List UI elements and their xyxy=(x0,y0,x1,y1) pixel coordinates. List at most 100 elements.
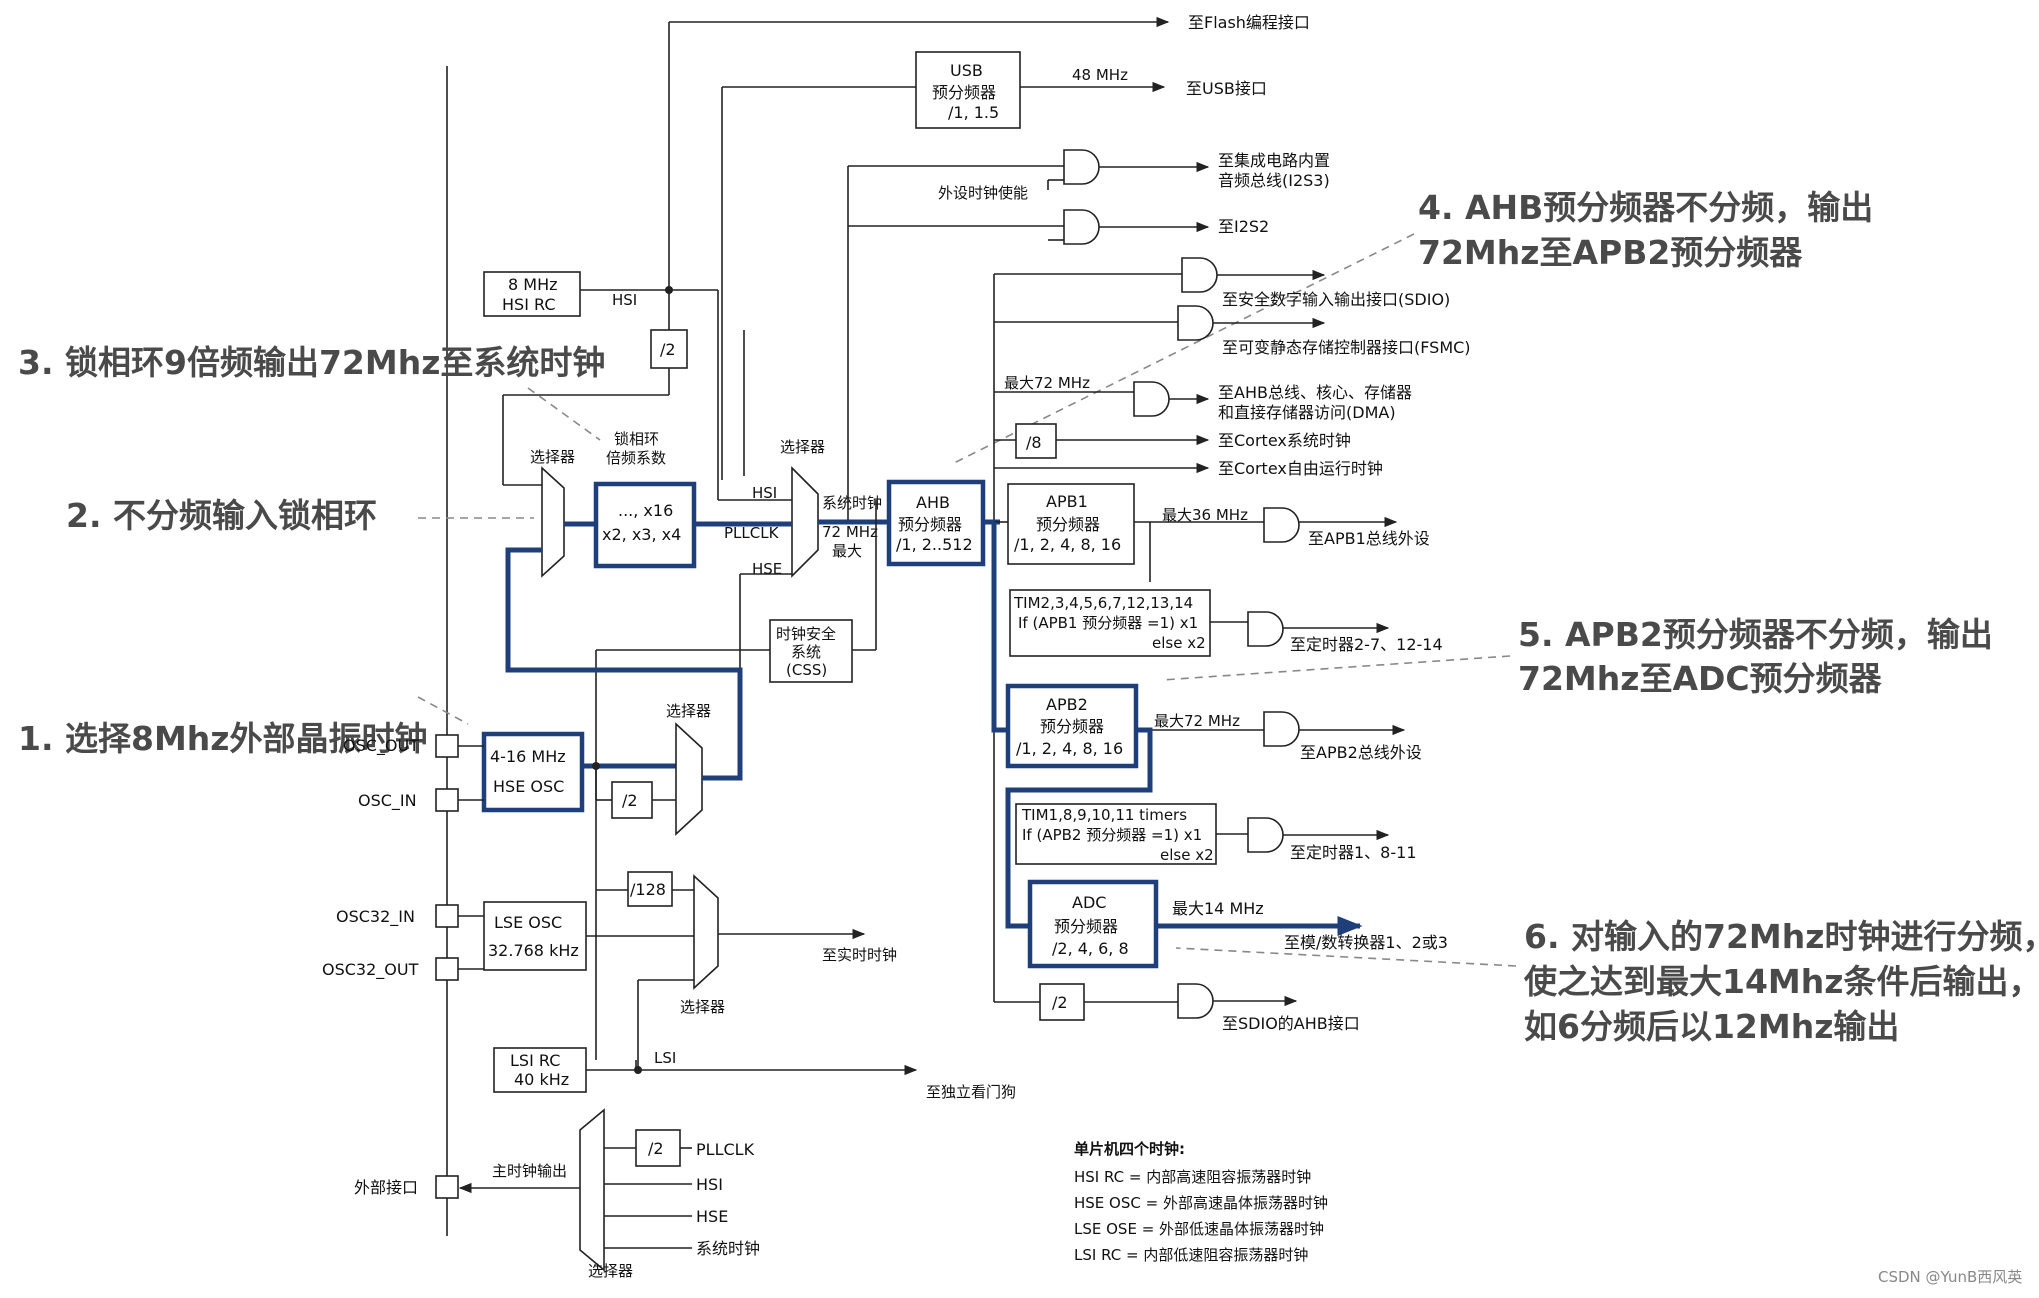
css-line2: 系统 xyxy=(791,643,821,661)
i2s3-line2: 音频总线(I2S3) xyxy=(1218,171,1330,190)
apb1-gate xyxy=(1263,507,1300,543)
ahb-line1: AHB xyxy=(916,493,950,512)
mco-in-pllclk: PLLCLK xyxy=(696,1140,755,1159)
i2s2-label: 至I2S2 xyxy=(1218,217,1269,236)
apb2-gate xyxy=(1263,711,1300,747)
i2s3-line1: 至集成电路内置 xyxy=(1218,151,1330,170)
legend: 单片机四个时钟: HSI RC = 内部高速阻容振荡器时钟 HSE OSC = … xyxy=(1074,1140,1328,1264)
hsi-rc-box xyxy=(483,271,581,317)
tim2-line1: TIM2,3,4,5,6,7,12,13,14 xyxy=(1013,594,1193,612)
pin-mco xyxy=(435,1175,459,1199)
pll-source-selector-label: 选择器 xyxy=(530,448,575,466)
rtc-div128-box xyxy=(627,871,673,907)
tim2-line3: else x2 xyxy=(1152,634,1206,652)
hse-osc-line1: 4-16 MHz xyxy=(490,747,566,766)
ahb-to-apb2-path xyxy=(991,522,1008,733)
usb-line2: 预分频器 xyxy=(932,83,996,102)
legend-line1: HSI RC = 内部高速阻容振荡器时钟 xyxy=(1074,1168,1311,1186)
note-5-line1: 5. APB2预分频器不分频，输出 xyxy=(1518,615,1993,654)
pll-source-selector xyxy=(541,466,565,578)
usb-out-label: 至USB接口 xyxy=(1186,79,1267,98)
legend-title: 单片机四个时钟: xyxy=(1074,1140,1185,1158)
sysclk-in-hsi: HSI xyxy=(752,484,777,502)
note-2: 2. 不分频输入锁相环 xyxy=(66,496,377,535)
sysclk-in-hse: HSE xyxy=(752,560,782,578)
mco-out-label: 主时钟输出 xyxy=(492,1162,567,1180)
mco-in-sysclk: 系统时钟 xyxy=(696,1239,760,1258)
mco-div2-label: /2 xyxy=(648,1139,664,1158)
pin-osc-out-label: OSC_OUT xyxy=(343,736,419,756)
note-6-line1: 6. 对输入的72Mhz时钟进行分频， xyxy=(1524,917,2039,956)
sdio-ahb-label: 至SDIO的AHB接口 xyxy=(1222,1014,1360,1033)
ahb-bus-line1: 至AHB总线、核心、存储器 xyxy=(1218,383,1412,402)
apb2-line3: /1, 2, 4, 8, 16 xyxy=(1016,739,1123,758)
periph-en-label: 外设时钟使能 xyxy=(938,184,1028,202)
note-6-line3: 如6分频后以12Mhz输出 xyxy=(1524,1007,1899,1046)
hse-osc-line2: HSE OSC xyxy=(493,777,564,796)
iwdg-out-label: 至独立看门狗 xyxy=(926,1083,1016,1101)
mco-selector xyxy=(579,1108,605,1272)
i2s2-gate xyxy=(1063,209,1100,245)
flash-out-label: 至Flash编程接口 xyxy=(1188,13,1310,32)
apb1-prescaler-box xyxy=(1007,483,1135,565)
apb1-line1: APB1 xyxy=(1046,492,1088,511)
apb1-max-label: 最大36 MHz xyxy=(1162,506,1248,524)
cortex-div8-label: /8 xyxy=(1026,433,1042,452)
fsmc-label: 至可变静态存储控制器接口(FSMC) xyxy=(1222,338,1471,357)
pll-mul-line1: ..., x16 xyxy=(618,501,673,520)
sysclk-label2: 72 MHz xyxy=(822,523,878,541)
pin-osc32-in-label: OSC32_IN xyxy=(336,907,415,927)
cortex-sys-label: 至Cortex系统时钟 xyxy=(1218,431,1351,450)
pll-input-selector-label: 选择器 xyxy=(666,702,711,720)
adc-line1: ADC xyxy=(1072,893,1106,912)
sysclk-label1: 系统时钟 xyxy=(822,494,882,512)
note-4-line2: 72Mhz至APB2预分频器 xyxy=(1418,233,1803,272)
i2s3-gate xyxy=(1063,149,1100,185)
sysclk-selector-label: 选择器 xyxy=(780,438,825,456)
pin-osc32-in xyxy=(435,904,459,928)
apb2-line2: 预分频器 xyxy=(1040,717,1104,736)
apb1-line2: 预分频器 xyxy=(1036,515,1100,534)
usb-line3: /1, 1.5 xyxy=(948,103,999,122)
tim2-line2: If (APB1 预分频器 =1) x1 xyxy=(1018,614,1198,632)
lse-osc-line2: 32.768 kHz xyxy=(488,941,579,960)
tim1-line3: else x2 xyxy=(1160,846,1214,864)
rtc-out-label: 至实时时钟 xyxy=(822,946,897,964)
hsi-div2-label: /2 xyxy=(660,340,676,359)
rtc-selector xyxy=(693,874,719,990)
sdio-div2-label: /2 xyxy=(1052,993,1068,1012)
hse-div2-label: /2 xyxy=(622,791,638,810)
note-1: 1. 选择8Mhz外部晶振时钟 xyxy=(18,719,428,758)
mco-in-hse: HSE xyxy=(696,1207,728,1226)
apb2-line1: APB2 xyxy=(1046,695,1088,714)
note-5-line2: 72Mhz至ADC预分频器 xyxy=(1518,659,1883,698)
apb1-out-label: 至APB1总线外设 xyxy=(1308,529,1430,548)
tim2-gate xyxy=(1247,611,1284,647)
watermark: CSDN @YunB西风英 xyxy=(1878,1268,2022,1286)
pll-mul-line2: x2, x3, x4 xyxy=(602,525,681,544)
rtc-div128-label: /128 xyxy=(630,880,666,899)
sysclk-selector xyxy=(791,466,819,578)
ahb-max-label: 最大72 MHz xyxy=(1004,374,1090,392)
pll-multiplier-box xyxy=(593,481,697,569)
tim2-box xyxy=(1009,589,1211,657)
apb2-prescaler-box xyxy=(1005,683,1139,769)
adc-max-label: 最大14 MHz xyxy=(1172,899,1264,918)
css-line1: 时钟安全 xyxy=(776,625,836,643)
legend-line2: HSE OSC = 外部高速晶体振荡器时钟 xyxy=(1074,1194,1328,1212)
pll-mul-title2: 倍频系数 xyxy=(606,449,666,467)
pll-input-selector xyxy=(675,722,703,836)
leader-4 xyxy=(951,233,1415,465)
ahb-bus-line2: 和直接存储器访问(DMA) xyxy=(1218,403,1396,422)
sdio-ahb-gate xyxy=(1177,983,1214,1019)
pll-mul-title1: 锁相环 xyxy=(614,430,659,448)
adc-out-label: 至模/数转换器1、2或3 xyxy=(1284,933,1448,952)
hsi-rc-line1: 8 MHz xyxy=(508,275,558,294)
usb-freq-label: 48 MHz xyxy=(1072,66,1128,84)
note-3: 3. 锁相环9倍频输出72Mhz至系统时钟 xyxy=(18,343,605,382)
lsi-rc-line1: LSI RC xyxy=(510,1051,560,1070)
css-box xyxy=(769,619,853,683)
cortex-free-label: 至Cortex自由运行时钟 xyxy=(1218,459,1383,478)
